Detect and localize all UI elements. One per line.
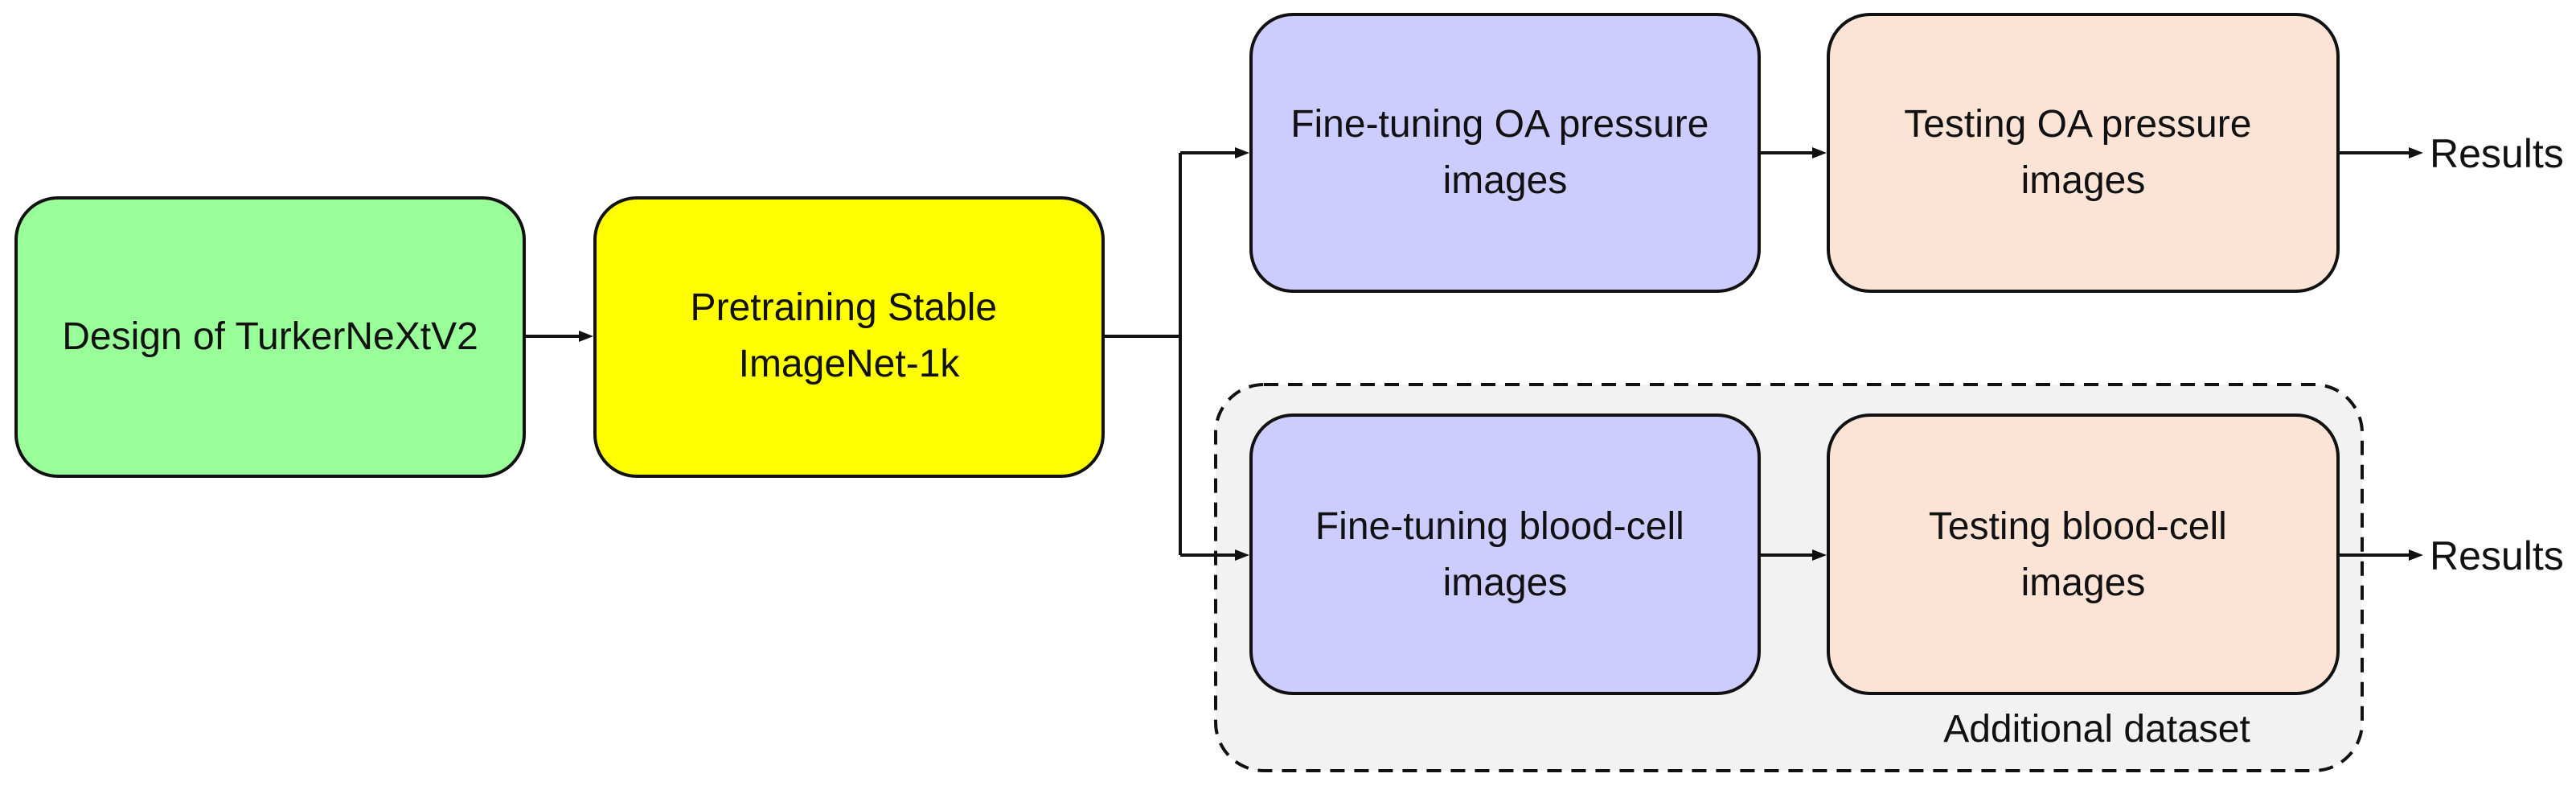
svg-text:Testing blood-cell image: Testing blood-cell images bbox=[1929, 505, 2238, 604]
arrowhead-test-oa bbox=[1812, 147, 1827, 158]
node-test-oa-label-line1: Testing OA pressure bbox=[1904, 103, 2251, 146]
node-finetune-blood: Fine-tuning blood-cell images bbox=[1249, 414, 1761, 695]
arrowhead-finetune-blood bbox=[1235, 549, 1249, 561]
node-pretraining-box bbox=[593, 196, 1105, 478]
node-finetune-blood-label-line1: Fine-tuning blood-cell bbox=[1315, 505, 1684, 548]
arrowhead-finetune-oa bbox=[1235, 147, 1249, 158]
svg-text:Design of TurkerNeXtV2: Design of TurkerNeXtV2 bbox=[62, 315, 478, 358]
arrowhead-pretraining bbox=[579, 331, 593, 342]
node-finetune-oa-box bbox=[1249, 13, 1761, 293]
node-test-oa: Testing OA pressure images bbox=[1827, 13, 2340, 293]
edges bbox=[524, 147, 2423, 561]
node-design: Design of TurkerNeXtV2 bbox=[14, 196, 526, 478]
node-finetune-blood-label-line2: images bbox=[1443, 562, 1568, 604]
arrowhead-results-oa bbox=[2409, 147, 2423, 158]
svg-text:Fine-tuning blood-cell i: Fine-tuning blood-cell images bbox=[1315, 505, 1695, 604]
node-finetune-blood-box bbox=[1249, 414, 1761, 695]
arrowhead-test-blood bbox=[1812, 549, 1827, 561]
node-finetune-oa-label-line1: Fine-tuning OA pressure bbox=[1290, 103, 1708, 146]
node-finetune-oa-label-line2: images bbox=[1443, 159, 1568, 202]
node-test-oa-box bbox=[1827, 13, 2340, 293]
node-pretraining: Pretraining Stable ImageNet-1k bbox=[593, 196, 1105, 478]
results-oa-label: Results bbox=[2430, 131, 2564, 176]
node-test-oa-label-line2: images bbox=[2021, 159, 2146, 202]
arrowhead-results-blood bbox=[2409, 549, 2423, 561]
node-design-label: Design of TurkerNeXtV2 bbox=[62, 315, 478, 358]
node-test-blood-box bbox=[1827, 414, 2340, 695]
node-test-blood-label-line1: Testing blood-cell bbox=[1929, 505, 2227, 548]
node-test-blood-label-line2: images bbox=[2021, 562, 2146, 604]
node-pretraining-label-line2: ImageNet-1k bbox=[739, 343, 961, 385]
results-blood-label: Results bbox=[2430, 533, 2564, 578]
node-pretraining-label-line1: Pretraining Stable bbox=[691, 286, 998, 329]
svg-text:Fine-tuning OA pressure: Fine-tuning OA pressure images bbox=[1290, 103, 1720, 202]
node-design-box bbox=[14, 196, 526, 478]
additional-dataset-label: Additional dataset bbox=[1943, 708, 2250, 751]
svg-text:Testing OA pressure imag: Testing OA pressure images bbox=[1904, 103, 2262, 202]
svg-text:Pretraining Stable Image: Pretraining Stable ImageNet-1k bbox=[691, 286, 1008, 385]
node-finetune-oa: Fine-tuning OA pressure images bbox=[1249, 13, 1761, 293]
node-test-blood: Testing blood-cell images bbox=[1827, 414, 2340, 695]
